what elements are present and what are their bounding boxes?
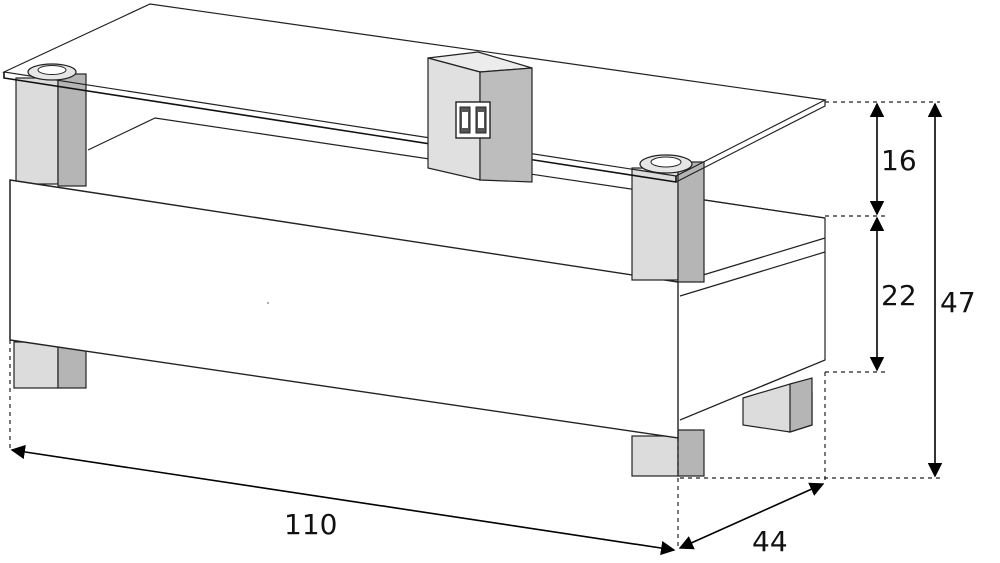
dimension-width-arrow bbox=[10, 444, 676, 556]
dimension-depth-arrow bbox=[678, 482, 825, 550]
dimension-height-upper-label: 16 bbox=[881, 144, 917, 177]
dimension-height-total-label: 47 bbox=[940, 286, 976, 319]
post-left bbox=[15, 73, 87, 187]
cap-left bbox=[27, 63, 77, 81]
front-drawer-panel bbox=[9, 179, 679, 439]
glass-top bbox=[1, 3, 827, 183]
rear-leg-right bbox=[742, 377, 813, 433]
cable-box bbox=[427, 51, 533, 183]
post-right bbox=[631, 161, 705, 283]
outlet-icon bbox=[455, 101, 491, 139]
cap-right bbox=[639, 154, 693, 174]
dimension-height-lower-label: 22 bbox=[881, 279, 917, 312]
dimension-width-label: 110 bbox=[284, 508, 337, 541]
dimension-depth-label: 44 bbox=[752, 525, 788, 558]
extension-lines bbox=[9, 101, 940, 550]
